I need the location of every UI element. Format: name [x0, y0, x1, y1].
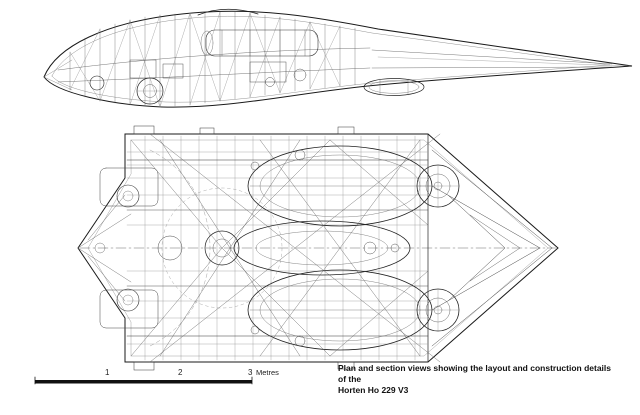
plan-view: [77, 125, 559, 371]
plan-engine-port: [247, 145, 433, 227]
section-main-wheel: [136, 77, 164, 105]
plan-tail-structure: [431, 149, 553, 347]
caption-line-1: Plan and section views showing the layou…: [338, 363, 611, 385]
plan-gear: [99, 167, 159, 329]
scale-tick-label: 1: [105, 368, 110, 377]
plan-fittings: [250, 149, 400, 347]
caption-line-2: Horten Ho 229 V3: [338, 385, 409, 396]
plan-canopy: [233, 220, 411, 276]
plan-cockpit: [157, 187, 283, 309]
section-engine: [200, 29, 319, 57]
plan-edge-panels: [133, 125, 355, 371]
section-view: [43, 8, 633, 108]
scale-unit-label: Metres: [256, 368, 279, 377]
section-fuel-tank: [363, 78, 425, 96]
section-nose-wheel: [89, 75, 105, 91]
scale-tick-label: 3: [248, 368, 253, 377]
figure-caption: Plan and section views showing the layou…: [338, 363, 620, 396]
scale-labels: 1 2 3 Metres: [0, 368, 640, 380]
plan-ribs: [144, 135, 416, 361]
plan-exhaust-port: [416, 164, 460, 208]
scale-bar: [34, 376, 253, 385]
plan-bracing: [130, 133, 441, 363]
plan-nose-structure: [77, 194, 132, 302]
scale-tick-label: 2: [178, 368, 183, 377]
section-truss: [69, 11, 341, 108]
plan-engine-starboard: [247, 269, 433, 351]
plan-exhaust-starboard: [416, 288, 460, 332]
